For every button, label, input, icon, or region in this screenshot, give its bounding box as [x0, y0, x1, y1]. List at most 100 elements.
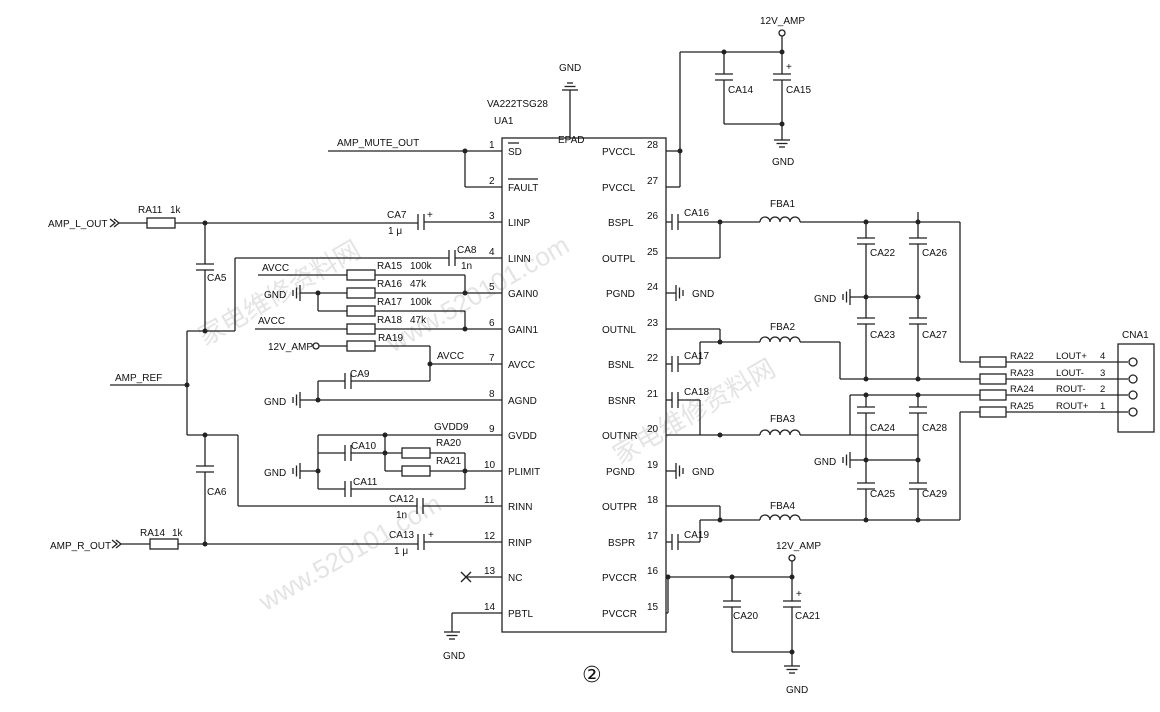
pin-21-num: 21 — [647, 389, 659, 400]
ca24-label: CA24 — [870, 423, 895, 434]
pin-17-name: BSPR — [608, 538, 635, 549]
conn-pin-3-label: LOUT- — [1056, 368, 1084, 379]
amp-r-out-label: AMP_R_OUT — [50, 541, 111, 552]
ra17-value: 100k — [410, 297, 433, 308]
conn-pin-2-num: 2 — [1100, 384, 1105, 395]
pin-14-name: PBTL — [508, 609, 533, 620]
pvccr-supply: 12V_AMP CA20 + CA21 GND — [665, 541, 821, 696]
ra20-label: RA20 — [436, 438, 461, 449]
pin-20-num: 20 — [647, 424, 659, 435]
left-input: AMP_L_OUT RA11 1k CA7 1 μ + CA5 — [48, 205, 482, 331]
pin-18-name: OUTPR — [602, 502, 637, 513]
pin-26-num: 26 — [647, 211, 659, 222]
ra25-label: RA25 — [1010, 401, 1034, 412]
avcc-label-3: AVCC — [437, 351, 464, 362]
pin-6-num: 6 — [489, 318, 495, 329]
gnd-label-pgnd1: GND — [692, 289, 714, 300]
amp12-label-avcc: 12V_AMP — [268, 342, 313, 353]
gnd-label-lfilter: GND — [814, 294, 836, 305]
mute-label: AMP_MUTE_OUT — [337, 138, 419, 149]
gnd-label-gain: GND — [264, 290, 286, 301]
ra14-value: 1k — [172, 528, 184, 539]
avcc-label-2: AVCC — [258, 316, 285, 327]
fba1-label: FBA1 — [770, 199, 795, 210]
ca8-value: 1n — [461, 261, 472, 272]
ca19-label: CA19 — [684, 530, 709, 541]
pin-7-name: AVCC — [508, 360, 535, 371]
right-input: CA12 1n CA6 AMP_R_OUT RA14 1k CA13 1 μ + — [50, 434, 482, 557]
ic-type: VA222TSG28 — [487, 99, 548, 110]
pin-5-name: GAIN0 — [508, 289, 538, 300]
pin-17-num: 17 — [647, 531, 659, 542]
pin-23-name: OUTNL — [602, 325, 636, 336]
ic-ref: UA1 — [494, 116, 514, 127]
ca29-label: CA29 — [922, 489, 947, 500]
ra24-label: RA24 — [1010, 384, 1034, 395]
pin-2-num: 2 — [489, 176, 495, 187]
pin-12-num: 12 — [484, 531, 496, 542]
gain-network: AVCC RA15 100k GND RA16 47k RA17 100k AV… — [255, 261, 482, 335]
ca26-label: CA26 — [922, 248, 947, 259]
ra11-label: RA11 — [138, 205, 163, 216]
pin-4-name: LINN — [508, 254, 531, 265]
pin-1-name: SD — [508, 147, 522, 158]
ca9-label: CA9 — [350, 369, 370, 380]
pin-25-num: 25 — [647, 247, 659, 258]
ca27-label: CA27 — [922, 330, 947, 341]
plimit-network: GVDD9 CA10 RA20 RA21 GND CA11 — [264, 422, 482, 498]
svg-text:+: + — [796, 589, 802, 600]
ra18-value: 47k — [410, 315, 427, 326]
right-pins: 28 27 26 25 24 23 22 21 20 19 18 17 16 1… — [602, 140, 732, 620]
mute-net: AMP_MUTE_OUT — [328, 138, 482, 188]
ra21-label: RA21 — [436, 456, 461, 467]
amp12-label-bottom: 12V_AMP — [776, 541, 821, 552]
pin-16-name: PVCCR — [602, 573, 637, 584]
epad-label: EPAD — [558, 135, 585, 146]
gvdd-label: GVDD9 — [434, 422, 469, 433]
epad-gnd-label: GND — [559, 63, 581, 74]
gnd-label-pgnd2: GND — [692, 467, 714, 478]
pin-12-name: RINP — [508, 538, 532, 549]
ref-net: AMP_REF — [110, 330, 208, 438]
pin-20-name: OUTNR — [602, 431, 638, 442]
ca12-value: 1n — [396, 510, 407, 521]
ra23-label: RA23 — [1010, 368, 1034, 379]
ra16-value: 47k — [410, 279, 427, 290]
conn-pin-3-num: 3 — [1100, 368, 1105, 379]
pin-27-name: PVCCL — [602, 183, 636, 194]
pin-19-name: PGND — [606, 467, 635, 478]
pin-24-name: PGND — [606, 289, 635, 300]
pin-14-num: 14 — [484, 602, 496, 613]
ra15-label: RA15 — [377, 261, 402, 272]
pin-22-num: 22 — [647, 353, 659, 364]
ca21-label: CA21 — [795, 611, 820, 622]
gnd-label-top: GND — [772, 157, 794, 168]
ca23-label: CA23 — [870, 330, 895, 341]
ca8-label: CA8 — [457, 245, 477, 256]
pin-28-num: 28 — [647, 140, 659, 151]
ca15-label: CA15 — [786, 85, 811, 96]
svg-text:+: + — [427, 210, 433, 221]
gnd-label-plimit: GND — [264, 468, 286, 479]
ca20-label: CA20 — [733, 611, 758, 622]
ca13-value: 1 μ — [394, 546, 408, 557]
ra14-label: RA14 — [140, 528, 165, 539]
right-output: CA18 FBA3 GND CA19 FBA4 CA24 CA25 CA28 C… — [671, 387, 980, 551]
pin-6-name: GAIN1 — [508, 325, 538, 336]
linn-net: CA8 1n — [202, 245, 482, 334]
ca18-label: CA18 — [684, 387, 709, 398]
ca16-label: CA16 — [684, 208, 709, 219]
ra11-value: 1k — [170, 205, 182, 216]
amp12-label-top: 12V_AMP — [760, 16, 805, 27]
pin-2-name: FAULT — [508, 183, 538, 194]
pin-9-name: GVDD — [508, 431, 537, 442]
amp-ref-label: AMP_REF — [115, 373, 162, 384]
pin-11-num: 11 — [484, 495, 495, 506]
ca6-label: CA6 — [207, 487, 227, 498]
figure-label: ② — [582, 663, 602, 688]
pin-5-num: 5 — [489, 282, 495, 293]
conn-pin-4-label: LOUT+ — [1056, 351, 1087, 362]
left-pins: 1 2 3 4 5 6 7 8 9 10 11 12 13 14 SD FAUL… — [482, 140, 540, 620]
conn-pin-1-label: ROUT+ — [1056, 401, 1089, 412]
